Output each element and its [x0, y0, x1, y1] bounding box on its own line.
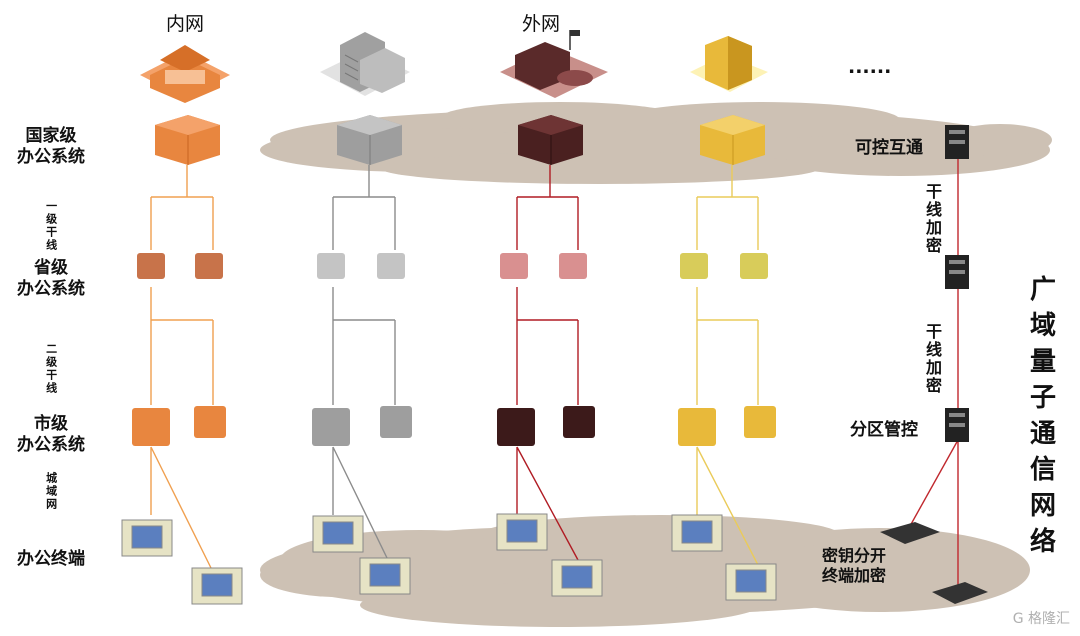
encryptor-device-2 [932, 582, 988, 604]
label-city: 市级 办公系统 [17, 414, 85, 456]
provincial-servers [137, 253, 768, 279]
national-server-gold [700, 115, 765, 165]
watermark: G 格隆汇 [1012, 611, 1070, 627]
label-national: 国家级 办公系统 [17, 126, 85, 168]
encryptor-device-1 [880, 522, 940, 544]
national-server-orange [155, 115, 220, 165]
header-intranet: 内网 [166, 13, 205, 35]
label-metro: 城域网 [44, 472, 58, 511]
label-trunk1: 一级干线 [44, 200, 58, 252]
label-controllable: 可控互通 [855, 138, 923, 158]
side-title: 广域量子通信网络 [1029, 275, 1056, 557]
building-government-icon [140, 45, 230, 103]
rack-controllable [945, 125, 969, 159]
terminal-computers [121, 513, 777, 605]
building-education-icon [500, 30, 608, 98]
building-residential-icon [690, 36, 768, 92]
national-server-maroon [518, 115, 583, 165]
rack-trunk [945, 255, 969, 289]
column-lines [150, 145, 959, 585]
building-office-icon [320, 32, 410, 96]
label-trunk-encrypt-1: 干线加密 [923, 183, 942, 255]
label-partition: 分区管控 [850, 420, 918, 440]
ellipsis: ...... [848, 56, 892, 78]
rack-partition [945, 408, 969, 442]
national-server-gray [337, 115, 402, 165]
label-trunk-encrypt-2: 干线加密 [923, 323, 942, 395]
label-key-terminal: 密钥分开 终端加密 [822, 546, 887, 585]
label-terminal: 办公终端 [17, 549, 85, 569]
label-provincial: 省级 办公系统 [17, 258, 85, 300]
header-extranet: 外网 [522, 13, 561, 35]
label-trunk2: 二级干线 [44, 343, 58, 395]
city-servers [132, 406, 776, 446]
